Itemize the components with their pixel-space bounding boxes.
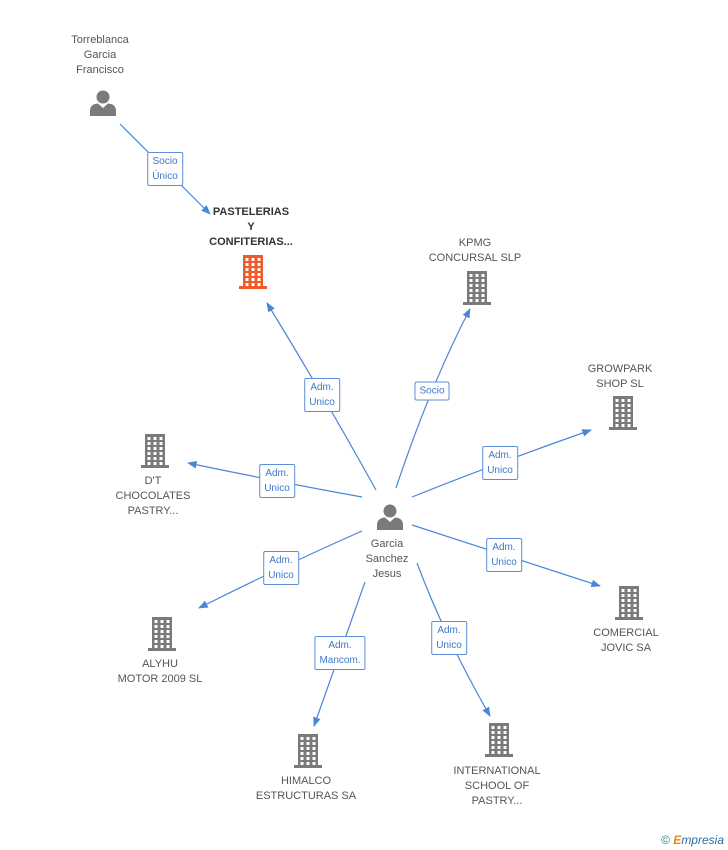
node-label-himalco[interactable]: HIMALCO ESTRUCTURAS SA <box>255 775 357 802</box>
node-label-kpmg[interactable]: KPMG CONCURSAL SLP <box>428 237 522 264</box>
person-icon[interactable] <box>90 90 116 117</box>
node-label-torreblanca[interactable]: Torreblanca Garcia Francisco <box>71 34 129 76</box>
building-icon[interactable] <box>148 617 176 651</box>
relation-label-growpark[interactable]: Adm. Unico <box>482 446 518 480</box>
brand-logo-letter: E <box>673 833 682 847</box>
relation-label-international[interactable]: Adm. Unico <box>431 621 467 655</box>
node-label-comercial[interactable]: COMERCIAL JOVIC SA <box>593 627 659 654</box>
building-icon[interactable] <box>463 271 491 305</box>
footer-brand[interactable]: © Empresia <box>661 833 724 847</box>
building-icon[interactable] <box>615 586 643 620</box>
node-label-pastelerias[interactable]: PASTELERIAS Y CONFITERIAS... <box>209 206 293 248</box>
building-icon[interactable] <box>141 434 169 468</box>
node-label-international[interactable]: INTERNATIONAL SCHOOL OF PASTRY... <box>453 765 541 807</box>
relation-label-pastelerias[interactable]: Socio Único <box>147 152 183 186</box>
relation-label-kpmg[interactable]: Socio <box>414 381 450 401</box>
building-icon[interactable] <box>239 255 267 289</box>
node-label-growpark[interactable]: GROWPARK SHOP SL <box>587 363 653 390</box>
node-label-dt[interactable]: D'T CHOCOLATES PASTRY... <box>115 475 191 517</box>
building-icon[interactable] <box>294 734 322 768</box>
relation-label-pastelerias[interactable]: Adm. Unico <box>304 378 340 412</box>
relation-label-dt[interactable]: Adm. Unico <box>259 464 295 498</box>
copyright-icon: © <box>661 833 670 847</box>
brand-name: mpresia <box>681 833 724 847</box>
relation-label-comercial[interactable]: Adm. Unico <box>486 538 522 572</box>
building-icon[interactable] <box>609 396 637 430</box>
relation-label-himalco[interactable]: Adm. Mancom. <box>314 636 366 670</box>
node-label-alyhu[interactable]: ALYHU MOTOR 2009 SL <box>117 658 203 685</box>
relation-label-alyhu[interactable]: Adm. Unico <box>263 551 299 585</box>
node-label-garcia[interactable]: Garcia Sanchez Jesus <box>365 538 409 580</box>
person-icon[interactable] <box>377 504 403 531</box>
building-icon[interactable] <box>485 723 513 757</box>
